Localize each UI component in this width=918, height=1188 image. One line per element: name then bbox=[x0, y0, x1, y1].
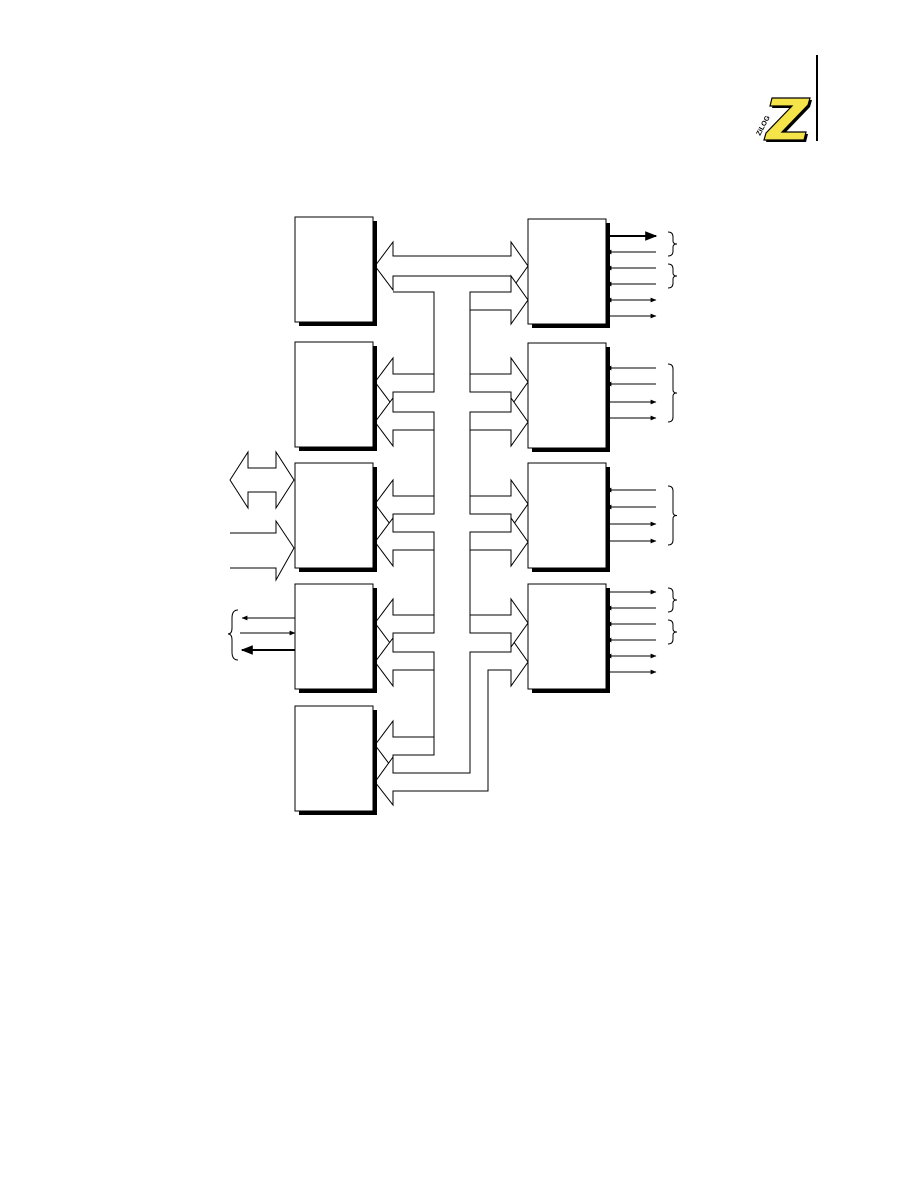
left-block-5 bbox=[294, 705, 374, 812]
left-block-3 bbox=[294, 462, 374, 569]
bus-trunk-left-1 bbox=[393, 291, 435, 375]
bus-arrow-into-left-2-lower bbox=[374, 396, 435, 448]
right-block-3 bbox=[527, 462, 607, 569]
left-block-4 bbox=[294, 583, 374, 690]
bus-arrow-into-right-4-upper bbox=[469, 597, 529, 649]
right-block-1-brace-2 bbox=[667, 263, 678, 289]
external-bidir-bus bbox=[229, 450, 295, 510]
logo-z-shape bbox=[763, 97, 811, 141]
bus-arrow-into-right-2-lower bbox=[469, 396, 529, 448]
bus-arrow-into-left-4-upper bbox=[374, 597, 435, 649]
right-block-4-brace-1 bbox=[667, 587, 678, 613]
bus-arrow-into-left-4-lower bbox=[374, 636, 435, 688]
block-layer bbox=[294, 216, 610, 815]
io-layer bbox=[227, 231, 678, 675]
right-block-1 bbox=[527, 218, 607, 325]
bus-arrow-into-left-3-lower bbox=[374, 516, 435, 568]
bus-layer bbox=[374, 240, 529, 807]
bus-arrow-into-right-3-upper bbox=[469, 478, 529, 530]
right-block-3-brace-1 bbox=[667, 485, 678, 546]
right-block-4 bbox=[527, 583, 607, 690]
bus-arrow-into-left-3-upper bbox=[374, 478, 435, 530]
external-input-bus bbox=[230, 519, 295, 582]
right-block-1-brace-1 bbox=[667, 231, 678, 257]
bus-arrow-bottom-return bbox=[374, 636, 529, 807]
right-block-2-brace-1 bbox=[667, 363, 678, 423]
bus-arrow-into-left-2-upper bbox=[374, 356, 435, 408]
right-block-2 bbox=[527, 342, 607, 449]
bus-arrow-into-left-5-upper bbox=[374, 719, 435, 771]
bus-arrow-top bbox=[374, 240, 529, 292]
header-rule bbox=[816, 55, 818, 141]
zilog-logo: ZiLOG bbox=[756, 97, 812, 142]
bus-arrow-into-right-2-upper bbox=[469, 356, 529, 408]
bus-arrow-into-right-1-lower bbox=[469, 274, 529, 326]
right-block-4-brace-2 bbox=[667, 619, 678, 645]
left-block-1 bbox=[294, 216, 374, 323]
external-brace-left bbox=[227, 609, 239, 661]
left-block-2 bbox=[294, 341, 374, 448]
bus-arrow-into-right-3-lower bbox=[469, 516, 529, 568]
